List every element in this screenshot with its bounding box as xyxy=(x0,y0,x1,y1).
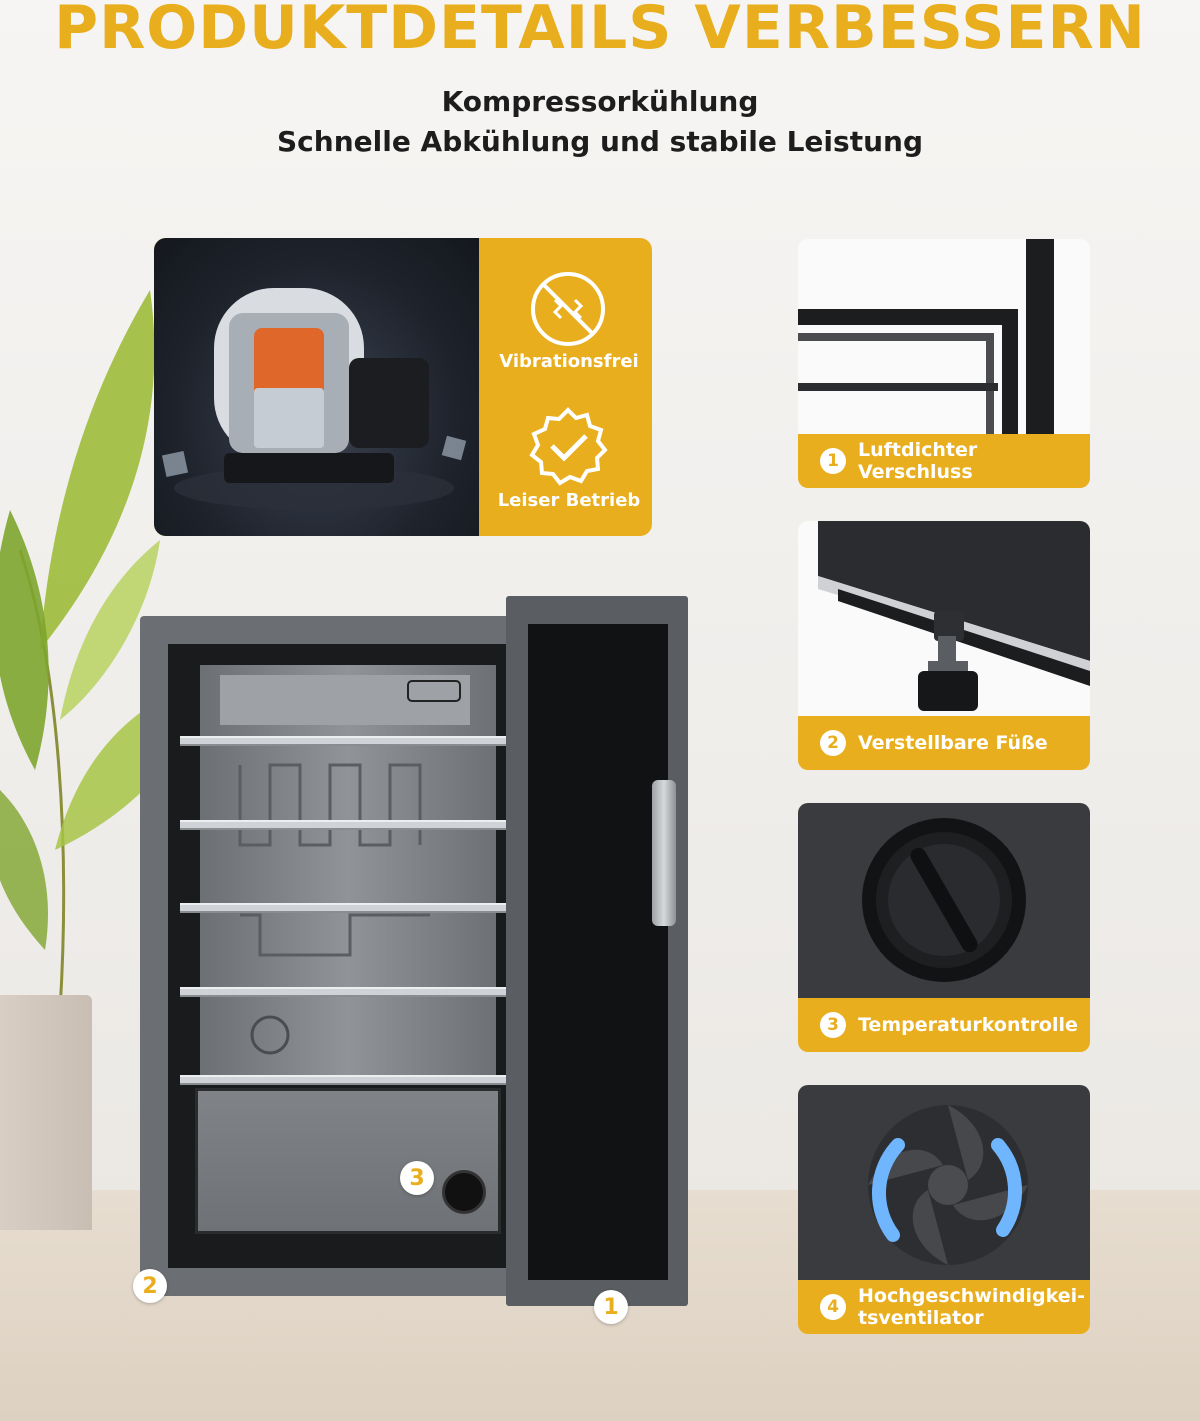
number-badge: 3 xyxy=(820,1012,846,1038)
feature-label: Hochgeschwindigkei- tsventilator xyxy=(858,1285,1085,1329)
subtitle-line-1: Kompressorkühlung xyxy=(441,85,759,118)
feature-card-temperature-control: 3 Temperaturkontrolle xyxy=(798,803,1090,1052)
shelf-2 xyxy=(180,820,510,830)
feature-vibration-free: Vibrationsfrei xyxy=(499,351,639,372)
number-badge: 1 xyxy=(820,448,846,474)
compressor-image xyxy=(154,238,479,536)
checkmark-seal-icon xyxy=(529,407,608,486)
feature-label: Temperaturkontrolle xyxy=(858,1014,1078,1036)
door-glass xyxy=(528,624,668,1280)
feature-label-line-2: tsventilator xyxy=(858,1307,984,1329)
number-badge: 4 xyxy=(820,1294,846,1320)
fridge-interior xyxy=(200,665,496,1085)
shelf-4 xyxy=(180,987,510,997)
temperature-knob xyxy=(442,1170,486,1214)
no-vibration-icon xyxy=(531,272,605,346)
compressor-card: Vibrationsfrei Leiser Betrieb xyxy=(154,238,652,536)
door-seal-image xyxy=(798,239,1054,434)
fan-image xyxy=(868,1105,1028,1265)
number-badge: 2 xyxy=(820,730,846,756)
feature-card-airtight-seal: 1 Luftdichter Verschluss xyxy=(798,239,1090,488)
page-title: PRODUKTDETAILS VERBESSERN xyxy=(54,0,1146,63)
marker-3: 3 xyxy=(400,1161,434,1195)
feature-card-adjustable-feet: 2 Verstellbare Füße xyxy=(798,521,1090,770)
door-handle xyxy=(652,780,676,926)
feature-label: Luftdichter Verschluss xyxy=(858,439,978,483)
subtitle-line-2: Schnelle Abkühlung und stabile Leistung xyxy=(277,125,923,158)
plant-pot xyxy=(0,995,92,1230)
feature-label: Verstellbare Füße xyxy=(858,732,1048,754)
shelf-3 xyxy=(180,903,510,913)
feature-card-high-speed-fan: 4 Hochgeschwindigkei- tsventilator xyxy=(798,1085,1090,1334)
feature-quiet-operation: Leiser Betrieb xyxy=(497,490,641,511)
marker-2: 2 xyxy=(133,1269,167,1303)
shelf-5 xyxy=(180,1075,510,1085)
shelf-1 xyxy=(180,736,510,746)
marker-1: 1 xyxy=(594,1290,628,1324)
feature-label-line-1: Hochgeschwindigkei- xyxy=(858,1285,1086,1307)
adjustable-feet-image xyxy=(818,521,1090,711)
temperature-dial-image xyxy=(862,818,1026,982)
